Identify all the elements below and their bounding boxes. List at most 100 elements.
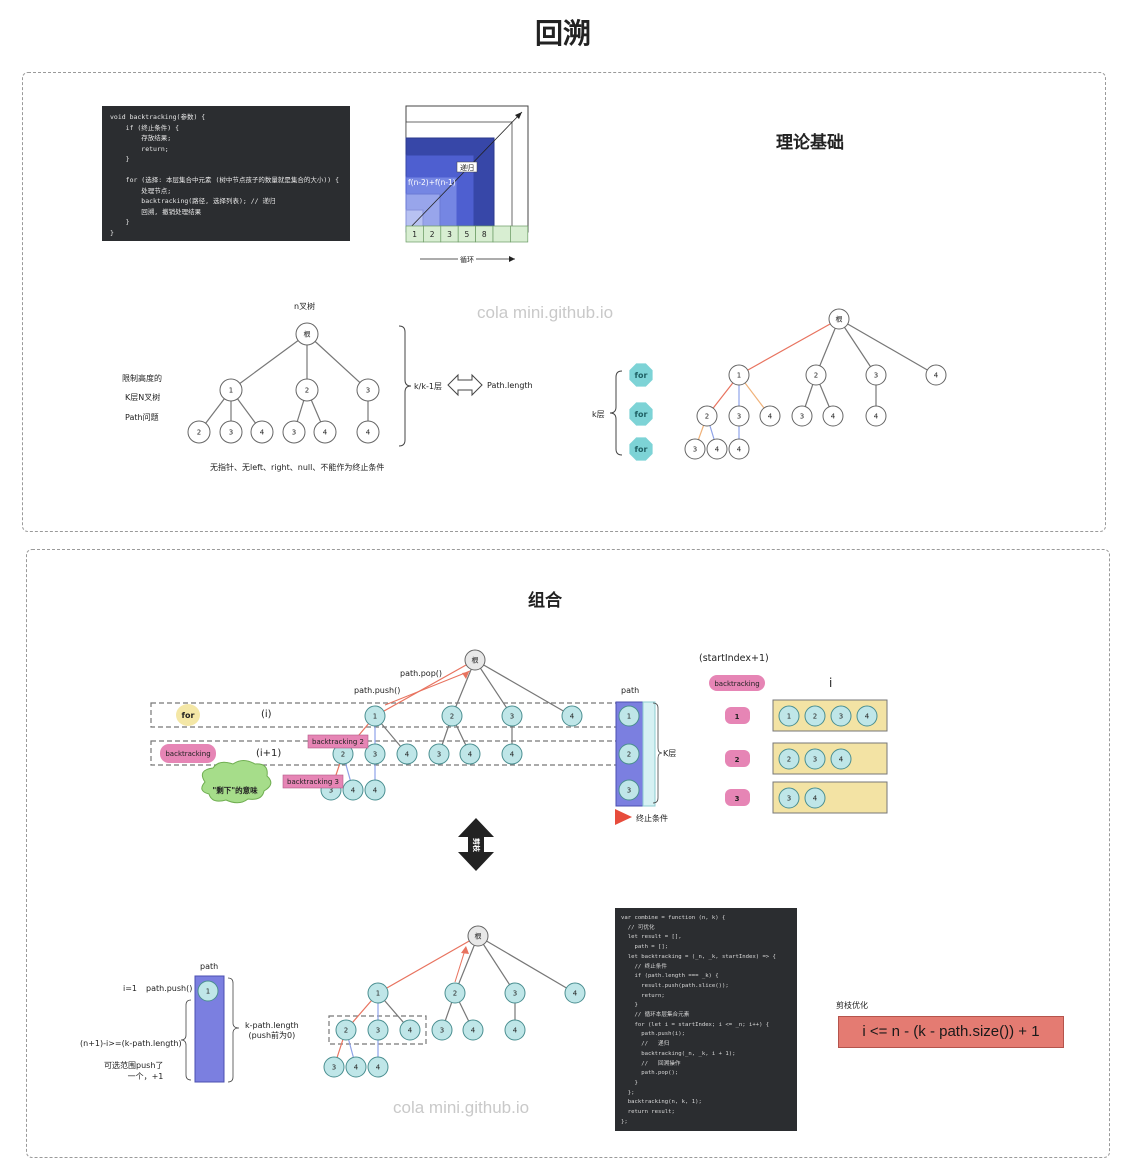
node-label: 3 xyxy=(373,751,377,759)
tree-edge xyxy=(230,333,308,391)
side-item xyxy=(830,705,852,727)
node-label: 4 xyxy=(737,446,742,454)
tree-node xyxy=(504,1019,526,1041)
node-label: 1 xyxy=(206,988,210,996)
tree-node xyxy=(805,364,827,386)
side-item xyxy=(778,787,800,809)
tree-edge xyxy=(474,659,513,717)
tree-node xyxy=(865,364,887,386)
side-item xyxy=(830,748,852,770)
tree-edge xyxy=(384,670,471,706)
n-ary-tree-title: n叉树 xyxy=(294,302,316,311)
node-label: 4 xyxy=(373,787,378,795)
k-path-length-label: k-path.length (push前为0) xyxy=(245,1021,299,1040)
i-equals-1-label: i=1 xyxy=(123,984,138,993)
tree-node xyxy=(925,364,947,386)
double-arrow-icon xyxy=(447,373,483,397)
node-label: 1 xyxy=(787,713,791,721)
tree-edge xyxy=(306,333,369,391)
node-label: 3 xyxy=(800,413,804,421)
node-label: 3 xyxy=(513,990,517,998)
node-label: for xyxy=(635,371,648,380)
backtracking2-label xyxy=(307,734,369,749)
root-node xyxy=(464,649,486,671)
prune-title: 剪枝优化 xyxy=(836,1001,868,1010)
node-label: 1 xyxy=(373,713,377,721)
tree-node xyxy=(356,378,380,402)
node-label: 1 xyxy=(376,990,380,998)
tree-node xyxy=(250,420,274,444)
tree-node xyxy=(356,420,380,444)
tree-node xyxy=(441,705,463,727)
node-label: 3 xyxy=(693,446,697,454)
node-label: 3 xyxy=(332,1064,336,1072)
left-note-2: K层N叉树 xyxy=(125,393,161,402)
node-label: 根 xyxy=(304,330,311,339)
node-label: 4 xyxy=(570,713,575,721)
path-length-label: Path.length xyxy=(487,381,533,390)
node-label: 4 xyxy=(405,751,410,759)
left-note-1: 限制高度的 xyxy=(122,374,162,383)
formula-label: f(n-2)+f(n-1) xyxy=(408,178,456,187)
tree-edge xyxy=(838,318,877,376)
tree-node xyxy=(459,743,481,765)
node-label: 3 xyxy=(874,372,878,380)
tree-node xyxy=(282,420,306,444)
cloud-shape xyxy=(201,760,272,804)
node-label: 3 xyxy=(440,1027,444,1035)
for-badge xyxy=(629,402,653,426)
node-label: 2 xyxy=(344,1027,348,1035)
tree-node xyxy=(684,438,706,460)
node-label: 3 xyxy=(737,413,741,421)
path-pop-label: path.pop() xyxy=(400,669,443,678)
range-formula: (n+1)-i>=(k-path.length) xyxy=(80,1039,182,1048)
k-layer-right: K层 xyxy=(663,749,677,758)
node-label: for xyxy=(182,711,195,720)
backtracking3-label xyxy=(282,774,344,789)
tree-node xyxy=(219,378,243,402)
backtracking-badge xyxy=(160,744,216,763)
node-label: 4 xyxy=(408,1027,413,1035)
node-label: 4 xyxy=(260,429,265,437)
node-label: 4 xyxy=(715,446,720,454)
tree-node xyxy=(428,743,450,765)
tree-edge xyxy=(477,935,516,994)
tree-node xyxy=(728,364,750,386)
i-label: i xyxy=(829,676,833,690)
brace xyxy=(398,325,412,447)
page-title: 回溯 xyxy=(534,17,591,50)
tree-node xyxy=(367,1056,389,1078)
node-label: 4 xyxy=(376,1064,381,1072)
for-badge xyxy=(629,437,653,461)
path-bar-side xyxy=(642,701,656,807)
tree-node xyxy=(313,420,337,444)
node-label: 4 xyxy=(839,756,844,764)
node-label: "剩下"的意味 xyxy=(212,785,258,795)
backtracking-template-code: void backtracking(参数) { if (终止条件) { 存放结果… xyxy=(102,106,350,241)
side-item xyxy=(778,748,800,770)
node-label: 4 xyxy=(865,713,870,721)
brace xyxy=(227,977,240,1083)
tree-node xyxy=(367,982,389,1004)
left-note-3: Path问题 xyxy=(125,413,159,422)
tree-node xyxy=(759,405,781,427)
tree-node xyxy=(187,420,211,444)
node-label: 3 xyxy=(787,795,791,803)
node-label: 2 xyxy=(705,413,709,421)
node-label: 4 xyxy=(813,795,818,803)
side-item xyxy=(804,748,826,770)
tree-node xyxy=(219,420,243,444)
tree-node xyxy=(561,705,583,727)
watermark-top: cola mini.github.io xyxy=(477,303,614,322)
tree-node xyxy=(501,705,523,727)
node-label: 2 xyxy=(627,751,631,759)
path-item xyxy=(618,705,640,727)
node-label: 4 xyxy=(513,1027,518,1035)
node-label: 2 xyxy=(813,713,817,721)
arrowhead xyxy=(461,946,469,954)
grid-cell-label: 3 xyxy=(447,230,452,239)
node-label: 3 xyxy=(839,713,843,721)
tree-edge xyxy=(454,949,466,983)
path-label: path xyxy=(621,686,640,695)
node-label: 2 xyxy=(735,756,740,764)
